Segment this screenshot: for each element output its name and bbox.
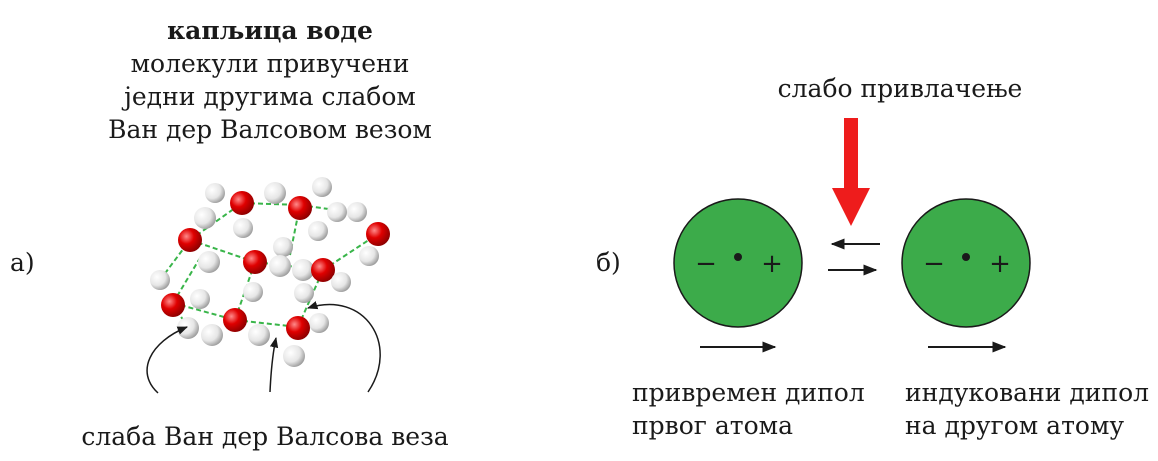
- atom2-caption: индуковани дипол на другом атому: [905, 376, 1149, 442]
- atom2-minus-sign: −: [923, 249, 945, 279]
- weak-attraction-arrow: [832, 118, 870, 226]
- panel-a-desc-line-1: молекули привучени: [130, 49, 410, 78]
- panel-a-description: капљица воде молекули привучени једни др…: [60, 14, 480, 146]
- hydrogen-bonds: [159, 202, 379, 329]
- panel-b-top-caption: слабо привлачење: [777, 74, 1023, 103]
- atom1-caption: привремен дипол првог атома: [632, 376, 865, 442]
- panel-b-label: б): [596, 248, 621, 277]
- water-droplet: [150, 177, 390, 367]
- pointer-arrows: [146, 301, 381, 394]
- atom2-plus-sign: +: [989, 249, 1011, 279]
- atom-1: [673, 198, 803, 328]
- atom1-caption-line-1: привремен дипол: [632, 378, 865, 407]
- atom1-caption-line-2: првог атома: [632, 411, 793, 440]
- atom2-caption-line-1: индуковани дипол: [905, 378, 1150, 407]
- atom1-minus-sign: −: [695, 249, 717, 279]
- interaction-arrows: [828, 238, 880, 276]
- panel-a-desc-line-2: једни другима слабом: [124, 82, 416, 111]
- atom1-plus-sign: +: [761, 249, 783, 279]
- panel-a-desc-line-3: Ван дер Валсовом везом: [108, 115, 432, 144]
- panel-a-title: капљица воде: [167, 16, 373, 45]
- atom2-caption-line-2: на другом атому: [905, 411, 1125, 440]
- panel-a-bottom-caption: слаба Ван дер Валсова веза: [81, 422, 449, 451]
- panel-a-label: а): [10, 248, 35, 277]
- atom-2: [901, 198, 1031, 328]
